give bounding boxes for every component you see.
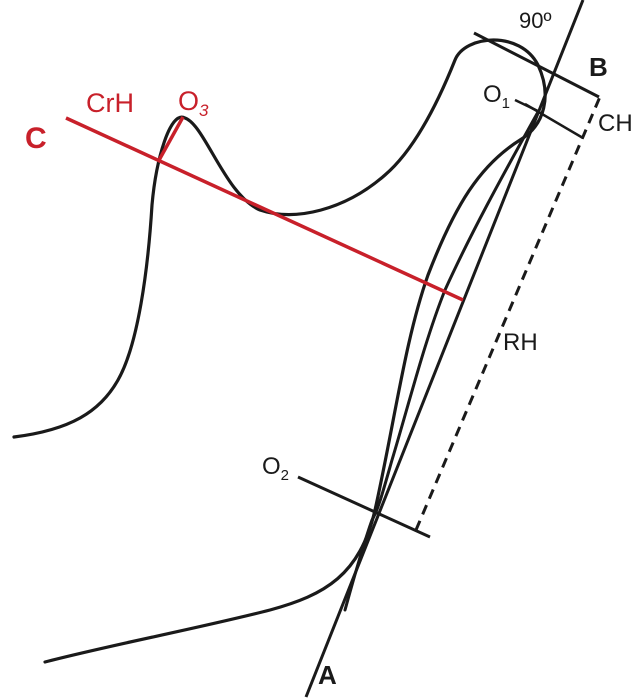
mandible-outline-inner (343, 110, 540, 612)
label-angle-90: 90º (519, 8, 552, 33)
label-point-c: C (25, 122, 47, 155)
label-o2: O2 (262, 453, 289, 484)
ramus-tangent-line (304, 0, 585, 698)
crh-reference-line (65, 116, 464, 302)
label-o1: O1 (483, 81, 510, 112)
o1-leader-line (514, 98, 541, 114)
label-o3-sub: 3 (199, 101, 209, 120)
label-ch: CH (598, 110, 633, 137)
label-o2-sub: 2 (281, 467, 289, 484)
label-rh: RH (503, 329, 538, 356)
label-o3: O3 (178, 86, 209, 120)
rh-dashed-line (414, 91, 604, 531)
perpendicular-line-top (473, 31, 600, 99)
label-point-b: B (589, 52, 608, 82)
label-point-a: A (318, 660, 337, 690)
o2-perpendicular-line (297, 475, 431, 539)
label-crh: CrH (86, 88, 134, 118)
label-o1-sub: 1 (502, 95, 510, 112)
o3-tick-line (156, 116, 185, 163)
mandible-outline-upper (12, 38, 547, 664)
